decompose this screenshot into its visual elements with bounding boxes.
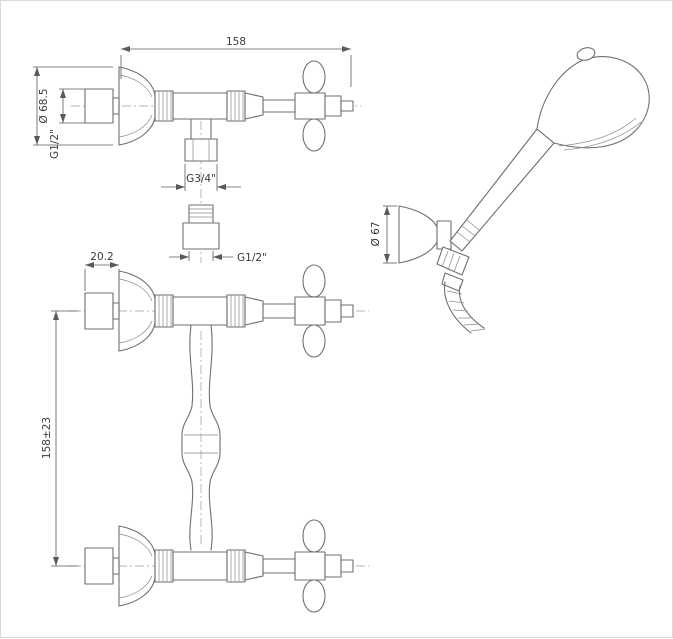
knurled-ring bbox=[226, 549, 246, 583]
knurled-ring bbox=[154, 90, 174, 122]
supply-column bbox=[181, 324, 221, 551]
dim-outlet-thread: G3/4" bbox=[161, 164, 241, 191]
wall-nipple bbox=[84, 547, 114, 585]
hose-nut bbox=[436, 246, 470, 292]
cross-handle bbox=[262, 519, 354, 613]
knurled-ring bbox=[154, 549, 174, 583]
upper-valve-assembly bbox=[84, 264, 354, 358]
inlet-spacing-label: 158±23 bbox=[41, 417, 53, 459]
cross-handle bbox=[262, 264, 354, 358]
top-view: 158 Ø 68.5 G1/2" bbox=[33, 36, 361, 264]
dim-overall-width: 158 bbox=[120, 36, 352, 87]
hand-shower: Ø 67 bbox=[370, 47, 650, 334]
valve-body bbox=[172, 296, 228, 326]
valve-body bbox=[172, 551, 228, 581]
lower-valve-assembly bbox=[84, 519, 354, 613]
shower-handle bbox=[449, 128, 555, 252]
hose-adapter bbox=[182, 204, 220, 250]
wall-offset-label: 20.2 bbox=[90, 251, 113, 263]
shower-hose bbox=[443, 281, 486, 334]
inlet-thread-label: G1/2" bbox=[49, 129, 61, 159]
knurled-ring bbox=[226, 90, 246, 122]
overall-width-label: 158 bbox=[226, 36, 246, 48]
dim-holder-diameter: Ø 67 bbox=[370, 205, 397, 264]
wall-nipple bbox=[84, 88, 120, 124]
adapter-thread-label: G1/2" bbox=[237, 252, 267, 264]
outlet-thread-label: G3/4" bbox=[186, 173, 216, 185]
knurled-ring bbox=[154, 294, 174, 328]
dim-wall-offset: 20.2 bbox=[84, 251, 120, 291]
outlet-connector bbox=[184, 118, 218, 162]
dim-adapter-thread: G1/2" bbox=[169, 251, 267, 264]
valve-body bbox=[154, 90, 264, 122]
knurled-ring bbox=[226, 294, 246, 328]
dim-inlet-spacing: 158±23 bbox=[41, 310, 79, 567]
holder-diameter-label: Ø 67 bbox=[370, 222, 382, 247]
shower-holder bbox=[398, 205, 452, 264]
head-cap bbox=[576, 47, 596, 61]
escutcheon bbox=[118, 270, 156, 352]
escutcheon-diameter-label: Ø 68.5 bbox=[38, 89, 50, 124]
front-view: 20.2 158±23 bbox=[41, 251, 369, 613]
shower-head bbox=[536, 47, 650, 151]
dim-escutcheon-diameter: Ø 68.5 bbox=[33, 66, 113, 146]
cross-handle bbox=[262, 60, 354, 152]
wall-nipple bbox=[84, 292, 114, 330]
dim-inlet-thread: G1/2" bbox=[49, 88, 85, 159]
